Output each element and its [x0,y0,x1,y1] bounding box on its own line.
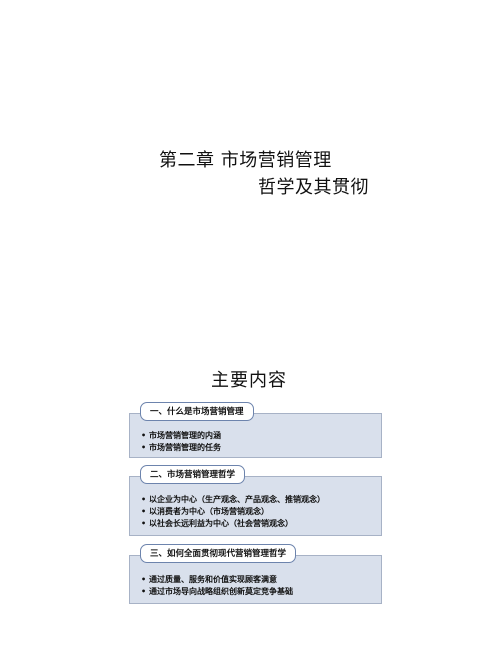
section-what-is-marketing-management: 一、什么是市场营销管理 •市场营销管理的内涵 •市场营销管理的任务 [129,402,382,458]
main-content-heading: 主要内容 [211,370,287,391]
section-implement-modern-marketing-philosophy: 三、如何全面贯彻现代营销管理哲学 •通过质量、服务和价值实现顾客满意 •通过市场… [129,544,382,604]
list-item: •以企业为中心（生产观念、产品观念、推销观念） [141,494,325,506]
bullet-icon: • [141,443,147,452]
list-item-text: 市场营销管理的任务 [149,443,221,452]
list-item: •市场营销管理的内涵 [141,430,221,442]
section-box [129,476,382,536]
bullet-icon: • [141,507,147,516]
bullet-icon: • [141,495,147,504]
section-marketing-management-philosophy: 二、市场营销管理哲学 •以企业为中心（生产观念、产品观念、推销观念） •以消费者… [129,465,382,536]
list-item: •以消费者为中心（市场营销观念） [141,506,325,518]
section-item-list: •以企业为中心（生产观念、产品观念、推销观念） •以消费者为中心（市场营销观念）… [141,494,325,530]
chapter-title-line1: 第二章 市场营销管理 [159,150,332,171]
section-label: 一、什么是市场营销管理 [140,402,254,421]
bullet-icon: • [141,431,147,440]
list-item: •通过市场导向战略组织创新莫定竞争基础 [141,586,293,598]
list-item: •以社会长远利益为中心（社会营销观念） [141,518,325,530]
list-item-text: 以消费者为中心（市场营销观念） [149,507,269,516]
bullet-icon: • [141,587,147,596]
section-box [129,555,382,604]
list-item-text: 市场营销管理的内涵 [149,431,221,440]
bullet-icon: • [141,575,147,584]
section-label: 三、如何全面贯彻现代营销管理哲学 [140,544,297,563]
section-item-list: •市场营销管理的内涵 •市场营销管理的任务 [141,430,221,454]
bullet-icon: • [141,519,147,528]
list-item-text: 通过市场导向战略组织创新莫定竞争基础 [149,587,293,596]
list-item-text: 以社会长远利益为中心（社会营销观念） [149,519,293,528]
list-item: •市场营销管理的任务 [141,442,221,454]
section-item-list: •通过质量、服务和价值实现顾客满意 •通过市场导向战略组织创新莫定竞争基础 [141,574,293,598]
chapter-title-line2: 哲学及其贯彻 [258,177,369,198]
list-item-text: 通过质量、服务和价值实现顾客满意 [149,575,277,584]
section-label: 二、市场营销管理哲学 [140,465,246,484]
list-item-text: 以企业为中心（生产观念、产品观念、推销观念） [149,495,325,504]
list-item: •通过质量、服务和价值实现顾客满意 [141,574,293,586]
